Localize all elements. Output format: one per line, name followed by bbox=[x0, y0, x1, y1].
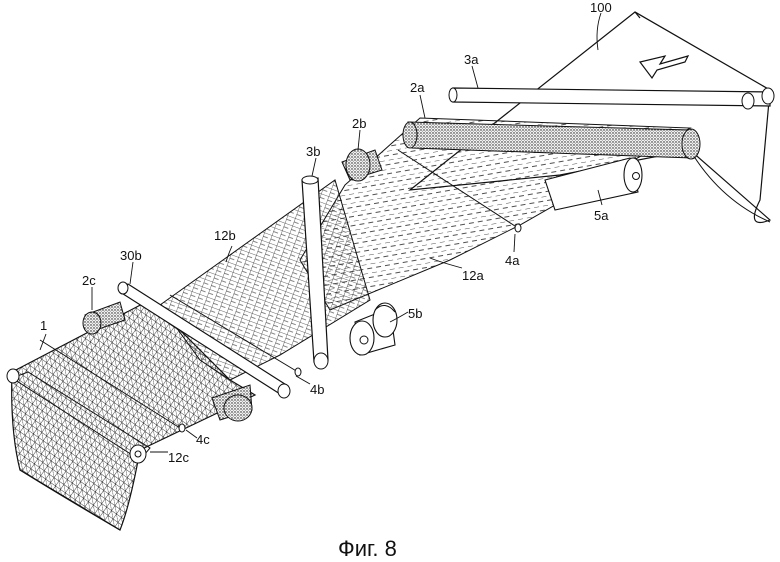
label-5a: 5a bbox=[594, 208, 609, 223]
roller-5b bbox=[350, 303, 397, 355]
label-4b: 4b bbox=[310, 382, 324, 397]
label-3a: 3a bbox=[464, 52, 479, 67]
figure-caption: Фиг. 8 bbox=[338, 536, 397, 561]
label-1: 1 bbox=[40, 318, 47, 333]
label-30b: 30b bbox=[120, 248, 142, 263]
label-4c: 4c bbox=[196, 432, 210, 447]
label-2b: 2b bbox=[352, 116, 366, 131]
label-12a: 12a bbox=[462, 268, 484, 283]
label-5b: 5b bbox=[408, 306, 422, 321]
label-2a: 2a bbox=[410, 80, 425, 95]
label-12b: 12b bbox=[214, 228, 236, 243]
label-3b: 3b bbox=[306, 144, 320, 159]
label-100: 100 bbox=[590, 0, 612, 15]
label-2c: 2c bbox=[82, 273, 96, 288]
label-4a: 4a bbox=[505, 253, 520, 268]
label-12c: 12c bbox=[168, 450, 189, 465]
